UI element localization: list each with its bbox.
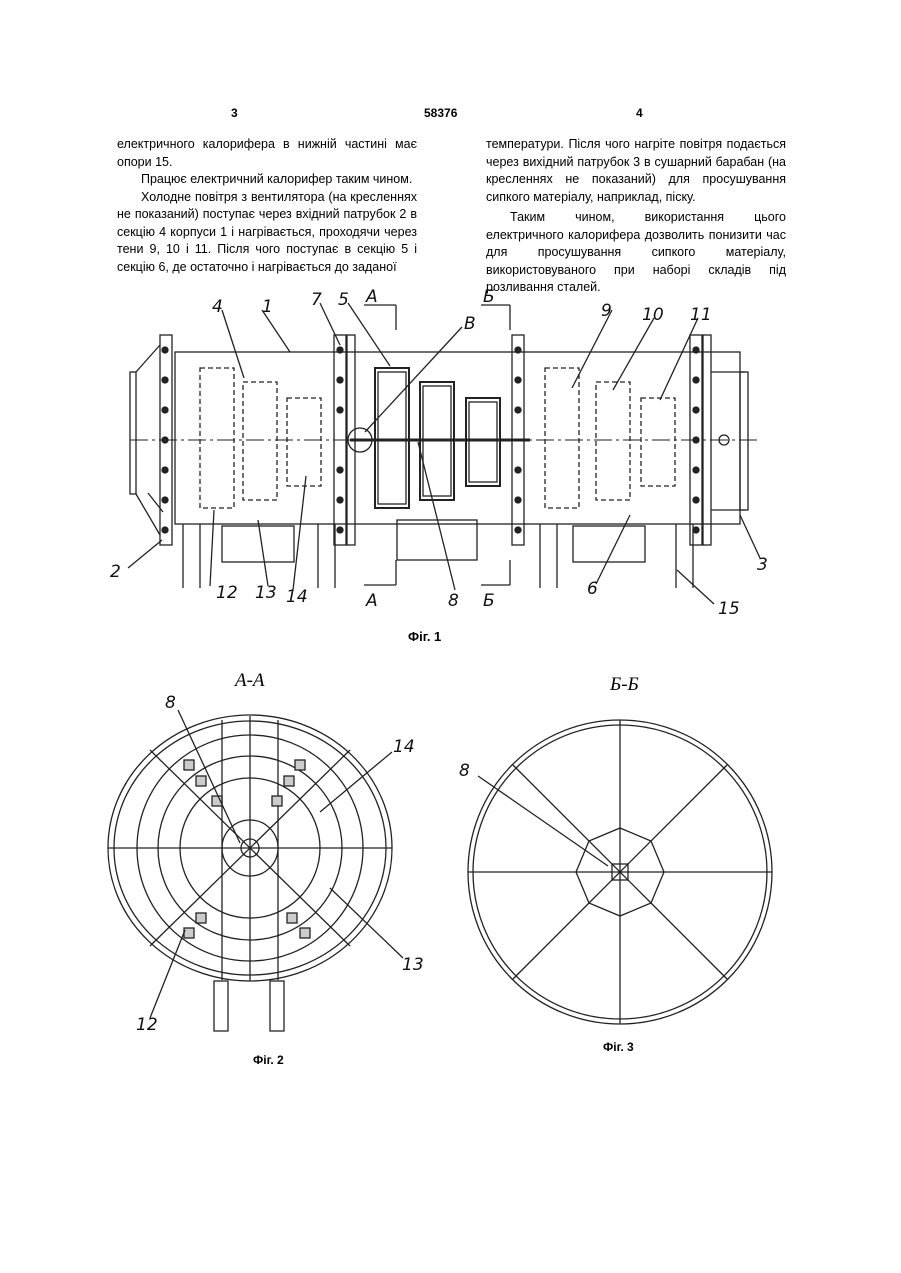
fig1-label-14: 14 xyxy=(286,587,308,607)
fig1-label-3: 3 xyxy=(757,555,768,575)
fig1-label-4: 4 xyxy=(212,297,223,317)
fig2-label-8: 8 xyxy=(165,693,176,713)
fig1-label-13: 13 xyxy=(255,583,277,603)
fig1-label-7: 7 xyxy=(311,290,322,310)
figure-2-caption: Фіг. 2 xyxy=(253,1053,284,1067)
fig3-label-8: 8 xyxy=(459,761,470,781)
fig1-label-6: 6 xyxy=(587,579,598,599)
figure-1-caption: Фіг. 1 xyxy=(408,629,441,644)
fig1-label-8: 8 xyxy=(448,591,459,611)
fig1-label-15: 15 xyxy=(718,599,740,619)
fig2-label-14: 14 xyxy=(393,737,415,757)
fig1-section-b-top: Б xyxy=(483,287,495,307)
fig1-label-12: 12 xyxy=(216,583,238,603)
fig1-label-11: 11 xyxy=(690,305,712,325)
fig1-section-b-bottom: Б xyxy=(483,591,495,611)
fig1-label-v: В xyxy=(464,314,476,334)
fig1-label-10: 10 xyxy=(642,305,664,325)
figure-3-drawing xyxy=(468,720,772,1024)
fig1-label-2: 2 xyxy=(110,562,121,582)
fig2-label-12: 12 xyxy=(136,1015,158,1035)
section-aa-title: А-А xyxy=(235,670,265,692)
fig1-label-5: 5 xyxy=(338,290,349,310)
figure-3-caption: Фіг. 3 xyxy=(603,1040,634,1054)
section-bb-title: Б-Б xyxy=(610,674,639,696)
fig1-section-a-top: А xyxy=(365,287,378,307)
fig1-label-9: 9 xyxy=(601,301,612,321)
fig1-label-1: 1 xyxy=(262,297,273,317)
heater-body xyxy=(175,352,740,524)
fig2-label-13: 13 xyxy=(402,955,424,975)
fig1-section-a-bottom: А xyxy=(365,591,378,611)
figure-2-drawing xyxy=(108,710,403,1031)
